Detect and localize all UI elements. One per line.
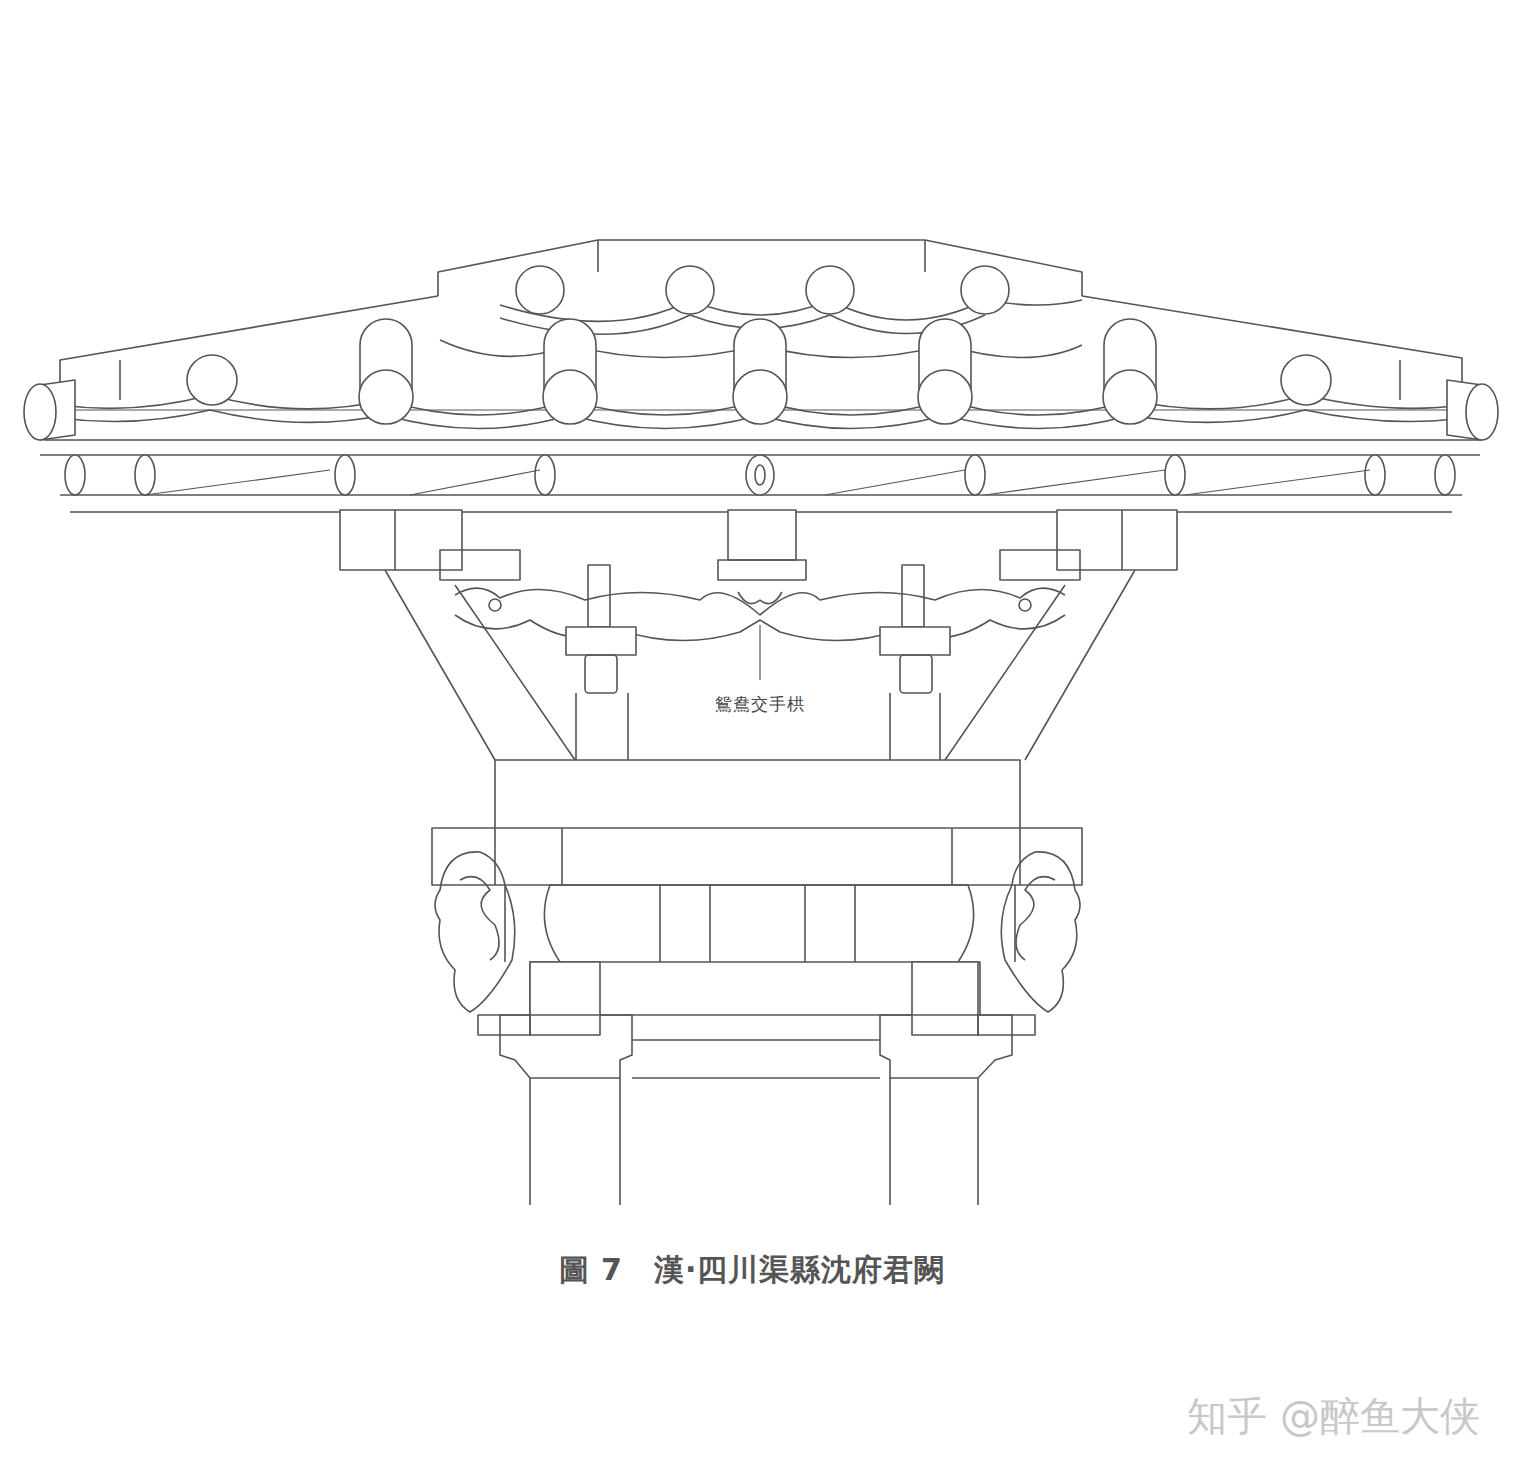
watermark: 知乎 @醉鱼大侠 [1187, 1389, 1480, 1444]
figure-caption: 圖 7 漢·四川渠縣沈府君闕 [559, 1250, 946, 1291]
callout-label: 鴛鴦交手栱 [712, 693, 808, 716]
